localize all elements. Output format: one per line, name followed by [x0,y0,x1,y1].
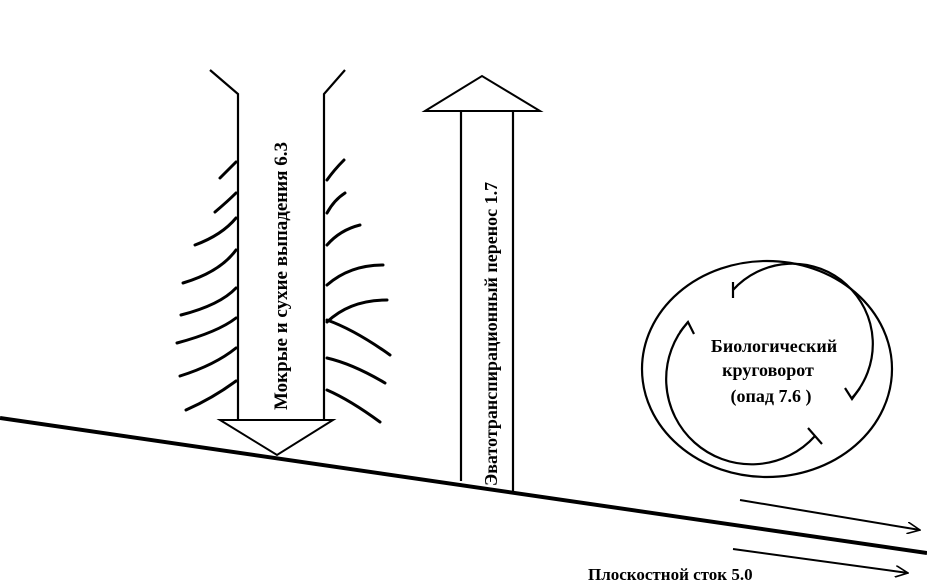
bio-outer-ellipse [640,259,894,479]
bio-cycle [640,259,894,479]
runoff-arrow-upper [739,499,920,530]
runoff-arrow-lower [732,548,908,573]
bio-label-line1: Биологический [711,336,837,356]
bio-label-line2: круговорот [722,360,814,380]
ground-line [0,416,927,555]
deposition-arrow [209,69,346,457]
runoff-arrows [732,499,920,573]
evapotranspiration-arrow [421,74,544,491]
evapotranspiration-label: Эватотранспирационный перенос 1.7 [481,182,501,486]
needles-right [325,158,392,424]
bio-arc-top [732,262,874,399]
needles-left [175,160,238,412]
bio-label-line3: (опад 7.6 ) [731,386,812,407]
runoff-label: Плоскостной сток 5.0 [588,565,753,584]
deposition-label: Мокрые и сухие выпадения 6.3 [271,142,292,410]
bio-arc-bottom [665,321,816,466]
